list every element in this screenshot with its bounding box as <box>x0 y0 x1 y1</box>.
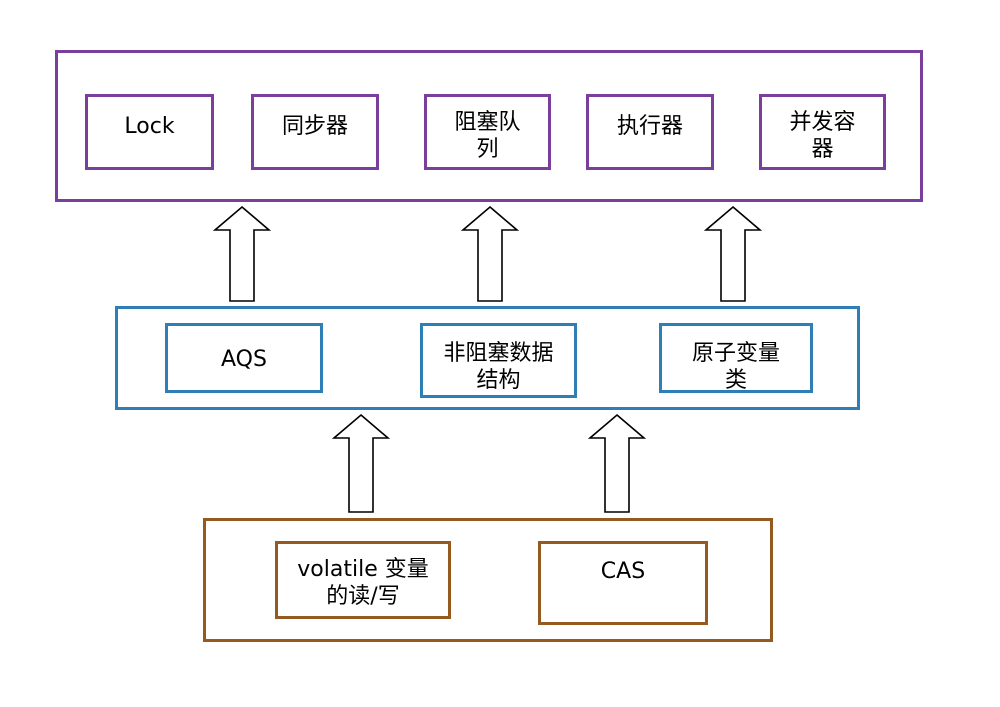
arrow-mid-to-top-3 <box>703 205 763 302</box>
aqs-label: AQS <box>221 347 267 372</box>
lock-label: Lock <box>124 114 175 139</box>
blocking-queue-label: 阻塞队列 <box>454 110 521 162</box>
lock-box: Lock <box>85 94 214 170</box>
cas-box: CAS <box>538 541 708 625</box>
volatile-read-write-box: volatile 变量的读/写 <box>275 541 451 619</box>
arrow-bot-to-mid-2 <box>587 413 647 513</box>
executor-label: 执行器 <box>616 114 683 139</box>
arrow-mid-to-top-1 <box>212 205 272 302</box>
middle-layer: AQS 非阻塞数据结构 原子变量类 <box>115 306 860 410</box>
synchronizer-box: 同步器 <box>251 94 379 170</box>
aqs-box: AQS <box>165 323 323 393</box>
concurrent-container-box: 并发容器 <box>759 94 886 170</box>
atomic-variable-class-box: 原子变量类 <box>659 323 813 393</box>
executor-box: 执行器 <box>586 94 714 170</box>
cas-label: CAS <box>600 559 646 584</box>
arrow-mid-to-top-2 <box>460 205 520 302</box>
volatile-read-write-label: volatile 变量的读/写 <box>297 557 429 609</box>
non-blocking-data-structure-box: 非阻塞数据结构 <box>420 323 577 398</box>
concurrent-container-label: 并发容器 <box>789 110 856 162</box>
bottom-layer: volatile 变量的读/写 CAS <box>203 518 773 642</box>
arrow-bot-to-mid-1 <box>331 413 391 513</box>
non-blocking-data-structure-label: 非阻塞数据结构 <box>443 341 554 393</box>
atomic-variable-class-label: 原子变量类 <box>691 341 780 393</box>
synchronizer-label: 同步器 <box>281 114 348 139</box>
top-layer: Lock 同步器 阻塞队列 执行器 并发容器 <box>55 50 923 202</box>
blocking-queue-box: 阻塞队列 <box>424 94 551 170</box>
